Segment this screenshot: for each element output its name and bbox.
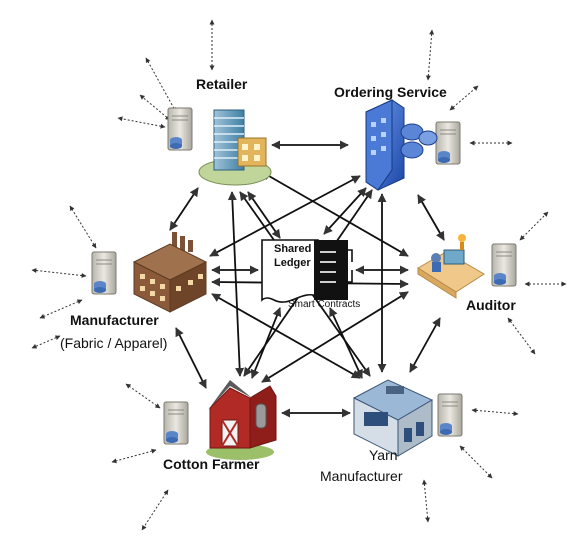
ledger-connections (169, 140, 445, 418)
dotted-arrow (31, 268, 87, 278)
yarn-manufacturer-label: Yarn (369, 447, 398, 463)
dotted-arrow (141, 489, 169, 531)
dotted-arrow (69, 205, 97, 249)
dotted-arrow (507, 317, 536, 355)
barn-icon (206, 380, 277, 460)
arrow-auditor-yarn (409, 317, 441, 373)
auditor-label: Auditor (466, 297, 516, 313)
arrow-retailer-farmer (227, 191, 245, 377)
shared-ledger-icon: × (261, 239, 353, 303)
manufacturer-subtitle: (Fabric / Apparel) (60, 335, 168, 351)
ordering-service-label: Ordering Service (334, 84, 447, 100)
server-icon (163, 401, 189, 445)
cotton-farmer-label: Cotton Farmer (163, 456, 260, 472)
dotted-arrow (139, 94, 171, 121)
dotted-arrow (31, 335, 61, 349)
dotted-arrow (449, 85, 479, 111)
arrow-ledger-retailer (247, 191, 281, 239)
dotted-arrow (425, 29, 435, 81)
retailer-label: Retailer (196, 76, 248, 92)
auditor-desk-icon (417, 234, 485, 299)
dotted-arrow (519, 211, 549, 241)
peer-connections (31, 19, 567, 531)
manufacturer-label: Manufacturer (70, 312, 159, 328)
svg-text:×: × (320, 293, 325, 302)
dotted-arrow (111, 448, 157, 464)
dotted-arrow (125, 383, 161, 409)
dotted-arrow (471, 407, 519, 417)
server-icon (91, 251, 117, 295)
server-icon (437, 393, 463, 437)
dotted-arrow (117, 116, 166, 129)
yarn-factory-icon (352, 379, 434, 457)
yarn-manufacturer-label-2: Manufacturer (320, 468, 403, 484)
ordering-service-icon (365, 99, 438, 191)
dotted-arrow (459, 445, 493, 479)
arrow-ordering-auditor (417, 194, 445, 241)
arrow-retailer-manufacturer (169, 187, 199, 231)
server-icon (435, 121, 461, 165)
server-icon (167, 107, 193, 151)
server-icon (491, 243, 517, 287)
ledger-subtitle: Ledger (274, 257, 311, 269)
arrow-manufacturer-farmer (175, 327, 207, 389)
smart-contracts-label: Smart Contracts (288, 299, 361, 310)
dotted-arrow (421, 479, 431, 523)
ledger-title: Shared (274, 243, 312, 255)
factory-icon (132, 232, 208, 313)
retailer-building-icon (198, 109, 272, 186)
arrow-auditor-farmer (261, 291, 409, 383)
